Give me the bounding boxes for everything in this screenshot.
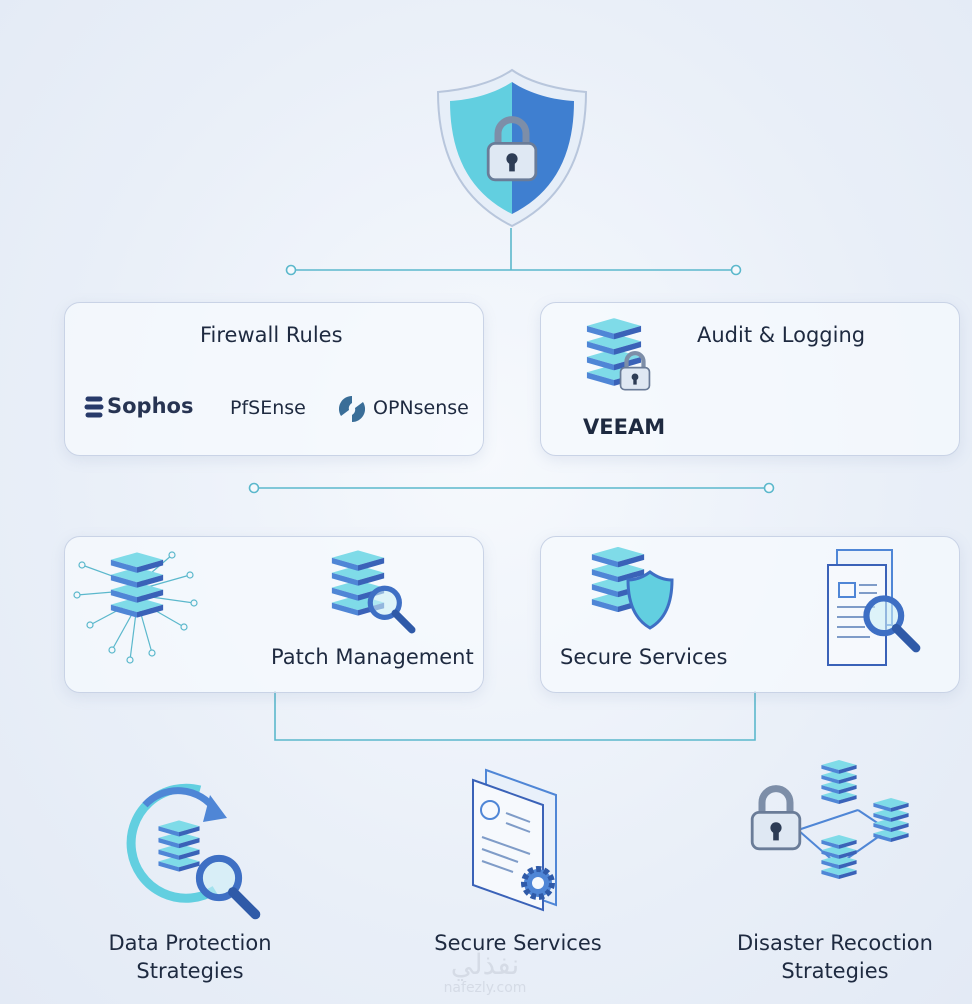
server-shield-icon [590,542,674,630]
patch-management-title: Patch Management [271,645,474,669]
firewall-rules-card [64,302,484,456]
vendor-pfsense: PfSEnse [230,397,306,419]
document-search-icon [827,549,925,666]
watermark: نفذلي nafezly.com [420,948,550,997]
disaster-recovery-label: Disaster Recoction Strategies [715,929,955,985]
secure-services-bottom-label: Secure Services [398,929,638,957]
data-protection-label: Data Protection Strategies [70,929,310,985]
watermark-arabic: نفذلي [450,948,520,981]
network-server-icon [73,551,198,664]
firewall-rules-title: Firewall Rules [200,323,343,347]
vendor-opnsense: OPNsense [373,397,469,419]
secure-services-title: Secure Services [560,645,728,669]
server-search-icon [330,548,425,638]
lock-servers-icon [748,760,928,900]
opnsense-logo-icon [338,395,366,423]
label-line-1: Disaster Recoction [737,931,933,955]
document-gear-icon [472,768,557,912]
audit-logging-title: Audit & Logging [697,323,866,347]
label-line-2: Strategies [136,959,244,983]
label-line-2: Strategies [781,959,889,983]
label-line-1: Secure Services [434,931,602,955]
vendor-sophos: Sophos [107,394,194,418]
vendor-veeam: VEEAM [583,415,666,439]
shield-lock-icon [436,68,588,228]
data-protection-icon [126,783,265,920]
sophos-logo-icon [84,396,104,418]
watermark-latin: nafezly.com [443,980,527,996]
server-lock-icon [585,318,660,408]
label-line-1: Data Protection [108,931,272,955]
